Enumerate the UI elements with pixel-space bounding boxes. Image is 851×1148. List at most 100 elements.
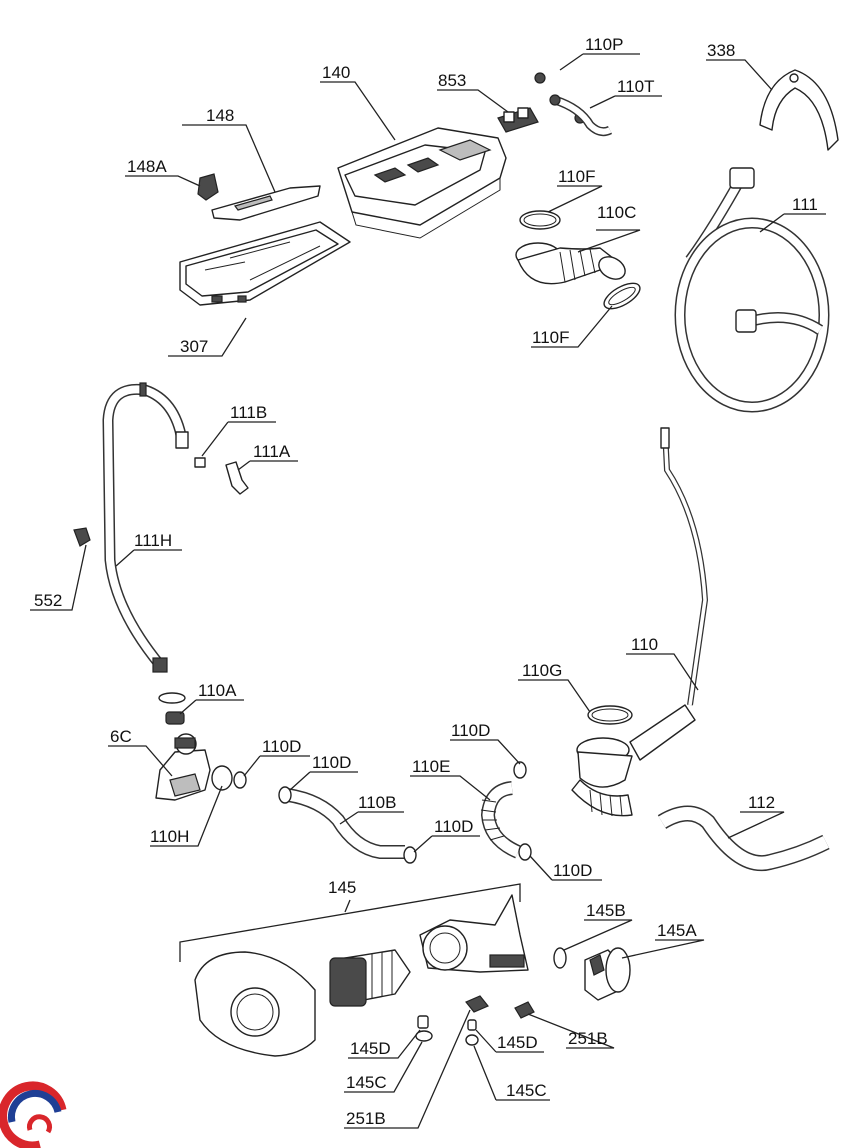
- label-110B: 110B: [358, 793, 396, 812]
- part-6C-pump: [155, 733, 211, 801]
- part-111B-clip: [194, 457, 206, 468]
- leader-145C-b: [473, 1045, 550, 1101]
- leader-145B: [563, 919, 633, 951]
- part-111H-hose: [102, 382, 189, 673]
- part-140-dispenser-housing: [337, 127, 507, 239]
- leader-251B-b: [344, 1009, 471, 1129]
- leader-110D-b: [289, 771, 358, 791]
- part-110D-clamp-d: [513, 761, 527, 779]
- part-111-inlet-hose: [674, 167, 830, 413]
- leader-110F-top: [547, 185, 603, 213]
- leader-148: [182, 124, 276, 193]
- part-145D-seal-a: [417, 1015, 429, 1029]
- part-110D-clamp-a: [233, 771, 247, 789]
- part-145C-ring-b: [465, 1034, 479, 1046]
- label-111H: 111H: [134, 531, 172, 550]
- label-145: 145: [328, 878, 356, 897]
- part-sump: [571, 704, 696, 817]
- leader-338: [706, 59, 773, 91]
- part-307-drawer: [179, 221, 351, 306]
- leader-111H: [115, 549, 182, 567]
- leader-145A: [621, 939, 705, 959]
- label-110P: 110P: [585, 35, 623, 54]
- part-110-hose: [660, 427, 709, 706]
- leader-145D-b: [475, 1029, 544, 1053]
- leader-148A: [125, 175, 201, 187]
- label-110T: 110T: [617, 77, 655, 96]
- part-145-bracket: [179, 883, 521, 962]
- leader-110D-d: [413, 835, 480, 853]
- label-148A: 148A: [127, 157, 167, 176]
- leader-145D-a: [348, 1029, 421, 1059]
- part-552-fitting: [73, 527, 91, 547]
- leader-251B-a: [527, 1013, 615, 1049]
- label-145B: 145B: [586, 901, 626, 920]
- label-110E: 110E: [412, 757, 450, 776]
- part-110C-bellows: [515, 242, 626, 285]
- label-145D-a: 145D: [350, 1039, 391, 1058]
- label-110A: 110A: [198, 681, 237, 700]
- part-110F-gasket-bottom: [603, 282, 641, 310]
- part-338-hose-bracket: [759, 69, 839, 151]
- label-307: 307: [180, 337, 208, 356]
- part-251B-clip-a: [465, 995, 489, 1013]
- label-148: 148: [206, 106, 234, 125]
- leader-111: [759, 213, 826, 233]
- label-112: 112: [748, 793, 775, 812]
- part-110D-clamp-e: [518, 843, 532, 861]
- leader-111A: [237, 460, 298, 471]
- leader-307: [168, 317, 247, 357]
- part-145-front-cover: [194, 951, 316, 1057]
- leader-110F-bottom: [531, 305, 613, 348]
- part-110H-sleeve: [211, 765, 233, 791]
- leader-112: [727, 811, 785, 839]
- part-110T-hose: [549, 94, 613, 137]
- label-110D-e: 110D: [553, 861, 592, 880]
- leader-853: [437, 89, 509, 113]
- label-338: 338: [707, 41, 735, 60]
- part-110D-clamp-b: [278, 786, 292, 804]
- leader-552: [30, 544, 87, 611]
- part-110B-hose: [286, 788, 405, 859]
- label-110D-a: 110D: [262, 737, 301, 756]
- leader-110B: [339, 811, 404, 825]
- leader-110A: [179, 699, 244, 715]
- leader-110T: [589, 95, 662, 109]
- label-6C: 6C: [110, 727, 132, 746]
- part-110G-clamp: [587, 705, 633, 725]
- part-145-pump-housing: [419, 894, 529, 973]
- label-145C-a: 145C: [346, 1073, 387, 1092]
- leader-110E: [410, 775, 491, 801]
- leader-6C: [108, 745, 173, 777]
- leader-110C: [577, 229, 641, 253]
- leader-110D-c: [450, 739, 521, 765]
- part-148-deflector: [211, 185, 321, 221]
- label-111: 111: [792, 195, 818, 214]
- leader-110D-a: [243, 755, 310, 777]
- part-112-drain-hose: [657, 805, 830, 872]
- part-110A-connector: [165, 711, 185, 725]
- part-111A-elbow: [225, 461, 249, 495]
- leader-110P: [559, 53, 640, 71]
- part-110D-clamp-c: [403, 846, 417, 864]
- part-110A-clamp: [158, 692, 186, 704]
- part-110E-hose: [480, 781, 522, 859]
- part-145-filter: [329, 949, 411, 1007]
- leader-110: [626, 653, 699, 691]
- leader-110D-e: [529, 855, 602, 881]
- label-145C-b: 145C: [506, 1081, 547, 1100]
- brand-logo: [0, 1081, 67, 1148]
- label-110F-bottom: 110F: [532, 328, 570, 347]
- leader-110H: [150, 785, 223, 847]
- label-145D-b: 145D: [497, 1033, 538, 1052]
- label-110D-b: 110D: [312, 753, 351, 772]
- label-110D-c: 110D: [451, 721, 490, 740]
- leader-111B: [201, 421, 276, 457]
- leader-140: [320, 81, 396, 141]
- leader-110G: [518, 679, 591, 713]
- label-110: 110: [631, 635, 658, 654]
- label-110F-top: 110F: [558, 167, 596, 186]
- part-853-valve: [497, 107, 539, 133]
- label-251B-b: 251B: [346, 1109, 386, 1128]
